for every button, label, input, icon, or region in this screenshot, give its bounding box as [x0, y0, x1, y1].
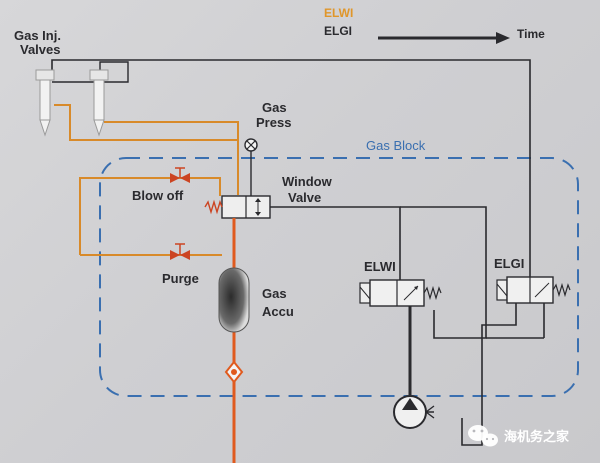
gas-inj-label-line1: Gas Inj. — [14, 28, 61, 43]
gas-press-label-line1: Gas — [262, 100, 287, 115]
elwi-solenoid-valve — [359, 279, 442, 307]
purge-valve-icon — [170, 243, 190, 260]
gas-injection-valve-2 — [89, 69, 109, 137]
legend-elgi: ELGI — [324, 24, 352, 38]
watermark-text: 海机务之家 — [504, 429, 570, 445]
time-arrow-head — [496, 32, 510, 44]
blow-off-label: Blow off — [132, 188, 184, 203]
window-to-elgi-line — [400, 206, 487, 339]
pump-icon — [393, 395, 435, 429]
wechat-icon — [468, 425, 498, 447]
gas-accumulator — [218, 267, 250, 333]
gas-block-label: Gas Block — [366, 138, 426, 153]
watermark: 海机务之家 — [468, 425, 570, 447]
legend-time: Time — [517, 27, 545, 41]
legend-elwi: ELWI — [324, 6, 353, 20]
elgi-valve-label: ELGI — [494, 256, 524, 271]
gas-block-border — [99, 157, 579, 397]
elgi-solenoid-valve — [496, 276, 571, 304]
gas-injection-valve-1 — [35, 69, 55, 137]
gas-feed-line-2 — [104, 121, 239, 140]
check-valve-icon — [224, 360, 244, 384]
gas-inj-label-line2: Valves — [20, 42, 61, 57]
elwi-valve-label: ELWI — [364, 259, 396, 274]
gas-accu-label-line1: Gas — [262, 286, 287, 301]
blow-off-valve-icon — [170, 167, 190, 183]
window-valve — [204, 195, 271, 219]
blow-off-line — [79, 177, 221, 255]
window-valve-label-line1: Window — [282, 174, 333, 189]
elgi-signal-line — [51, 59, 531, 282]
elgi-return-line — [461, 303, 517, 446]
gas-feed-line-1 — [54, 104, 239, 195]
purge-label: Purge — [162, 271, 199, 286]
gas-press-label-line2: Press — [256, 115, 291, 130]
window-valve-label-line2: Valve — [288, 190, 321, 205]
gas-accu-label-line2: Accu — [262, 304, 294, 319]
